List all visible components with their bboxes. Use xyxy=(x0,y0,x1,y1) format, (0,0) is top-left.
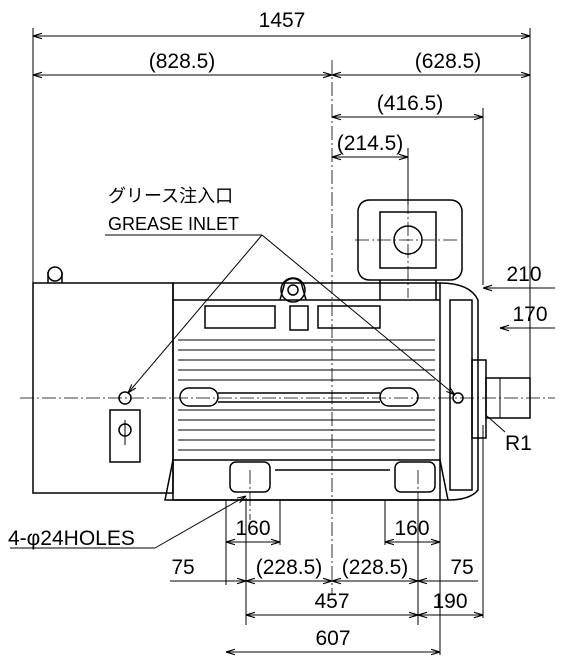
dim-center-to-flange: (416.5) xyxy=(377,92,444,115)
callout-labels: グリース注入口 GREASE INLET 4-φ24HOLES xyxy=(8,186,239,550)
dimension-lines xyxy=(33,36,555,652)
dim-hole-to-shaft-shoulder: 190 xyxy=(432,590,467,613)
dimension-text: 1457 (828.5) (628.5) (416.5) (214.5) 210… xyxy=(149,9,548,650)
dim-hole-half-right: (228.5) xyxy=(342,556,409,579)
dim-center-to-shaft-end: (628.5) xyxy=(415,50,482,73)
dim-hole-half-left: (228.5) xyxy=(256,556,323,579)
dim-overall-length: 1457 xyxy=(259,9,306,32)
dim-shaft-radius: R1 xyxy=(505,432,532,455)
dim-shaft-extension: 210 xyxy=(506,263,541,286)
center-lines xyxy=(20,60,555,595)
dim-foot-pad-right: 160 xyxy=(394,517,429,540)
dim-foot-pad-left: 160 xyxy=(235,517,270,540)
dim-foot-edge-right: 75 xyxy=(450,556,473,579)
dim-hole-spacing: 457 xyxy=(314,590,349,613)
mounting-holes-label: 4-φ24HOLES xyxy=(8,527,135,550)
dim-foot-overall: 607 xyxy=(315,627,350,650)
grease-inlet-label-jp: グリース注入口 xyxy=(108,186,233,206)
motor-outline xyxy=(32,199,531,501)
dim-center-to-terminal-box: (214.5) xyxy=(337,132,404,155)
dim-foot-edge-left: 75 xyxy=(171,556,194,579)
dim-shaft-key-length: 170 xyxy=(512,303,547,326)
cooling-fins xyxy=(178,339,435,451)
leaders xyxy=(10,234,506,549)
grease-inlet-label-en: GREASE INLET xyxy=(108,214,239,234)
dim-rear-to-center: (828.5) xyxy=(149,50,216,73)
